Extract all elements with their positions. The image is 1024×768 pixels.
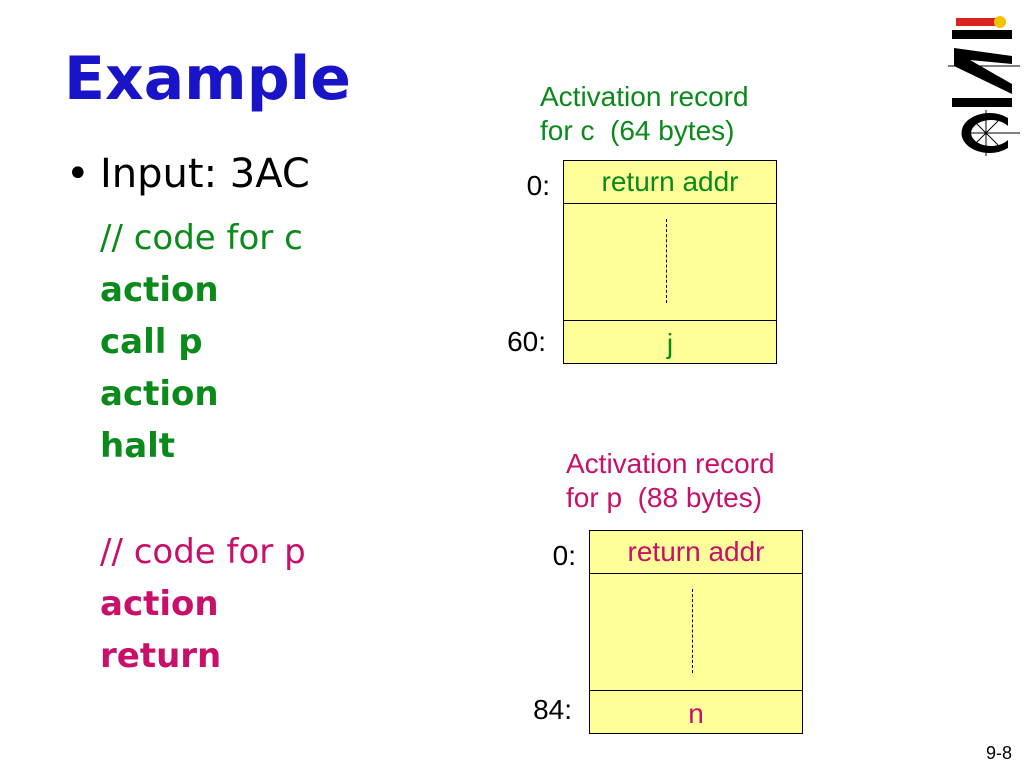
code-c-line: action xyxy=(100,270,219,310)
slide-title: Example xyxy=(64,44,351,114)
record-p-top-offset: 0: xyxy=(552,540,576,571)
record-p-box: return addr n xyxy=(589,530,803,734)
code-c-comment: // code for c xyxy=(100,218,303,258)
bullet-text: Input: 3AC xyxy=(100,151,310,197)
iaic-logo-icon xyxy=(948,16,1020,156)
code-c-line: action xyxy=(100,374,219,414)
page-number: 9-8 xyxy=(985,743,1012,763)
record-p-caption: Activation record for p (88 bytes) xyxy=(566,448,775,513)
bullet-dot: • xyxy=(66,151,90,197)
record-c-box: return addr j xyxy=(563,160,777,364)
code-c-block: // code for c action call p action halt xyxy=(100,212,303,472)
record-p-return-addr: return addr xyxy=(590,531,802,574)
code-p-block: // code for p action return xyxy=(100,526,306,682)
record-c-bottom-offset: 60: xyxy=(507,326,546,357)
code-c-line: halt xyxy=(100,426,176,466)
record-p-bottom-offset: 84: xyxy=(533,694,572,725)
code-p-comment: // code for p xyxy=(100,532,306,572)
bullet-item: •Input: 3AC xyxy=(66,148,310,200)
record-c-top-offset: 0: xyxy=(526,170,550,201)
code-c-line: call p xyxy=(100,322,203,362)
record-c-dashed-line xyxy=(666,219,667,303)
code-p-line: return xyxy=(100,636,222,676)
code-p-line: action xyxy=(100,584,219,624)
record-c-return-addr: return addr xyxy=(564,161,776,204)
record-c-caption: Activation record for c (64 bytes) xyxy=(540,81,749,146)
record-p-n-slot: n xyxy=(590,690,802,733)
record-c-j-slot: j xyxy=(564,320,776,363)
record-p-dashed-line xyxy=(692,589,693,673)
